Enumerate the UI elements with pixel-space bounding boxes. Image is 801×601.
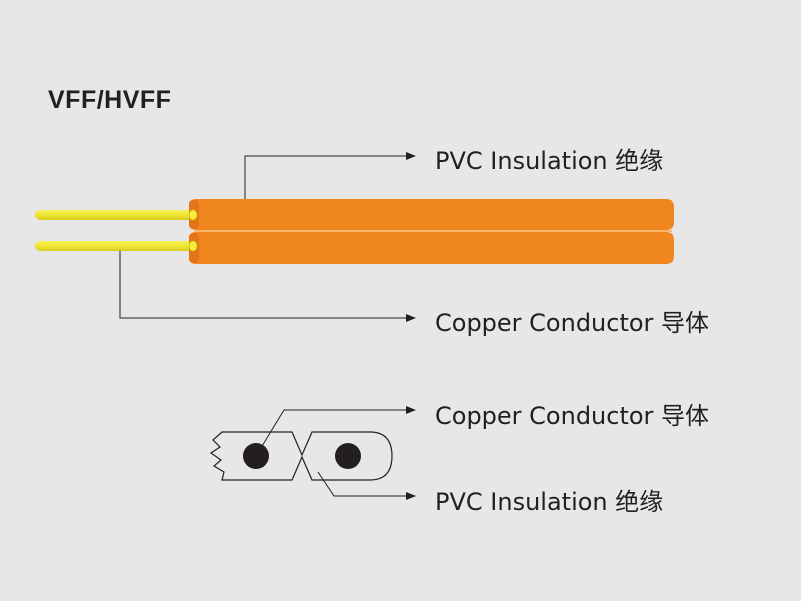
diagram-title: VFF/HVFF [48, 86, 172, 114]
side-leaders [119, 152, 416, 322]
insulation-core-top [189, 199, 674, 230]
section-leaders [255, 406, 416, 500]
leader-section-insulation [317, 471, 416, 500]
conductor-wire-top [35, 210, 197, 220]
cross-section-outline [209, 431, 393, 481]
insulation-core-bottom [189, 232, 674, 264]
label-side-conductor: Copper Conductor 导体 [435, 309, 710, 337]
cable-side-view [35, 199, 674, 264]
conductor-wire-bottom [35, 241, 197, 251]
cross-section-conductor-right [335, 443, 361, 469]
leader-side-insulation [244, 152, 416, 199]
label-section-insulation: PVC Insulation 绝缘 [435, 488, 664, 516]
label-side-insulation: PVC Insulation 绝缘 [435, 147, 664, 175]
leader-section-conductor [255, 406, 416, 457]
leader-side-conductor [119, 251, 416, 322]
cable-cross-section [209, 431, 393, 481]
label-section-conductor: Copper Conductor 导体 [435, 402, 710, 430]
conductor-end-bottom [188, 240, 198, 252]
conductor-end-top [188, 209, 198, 221]
